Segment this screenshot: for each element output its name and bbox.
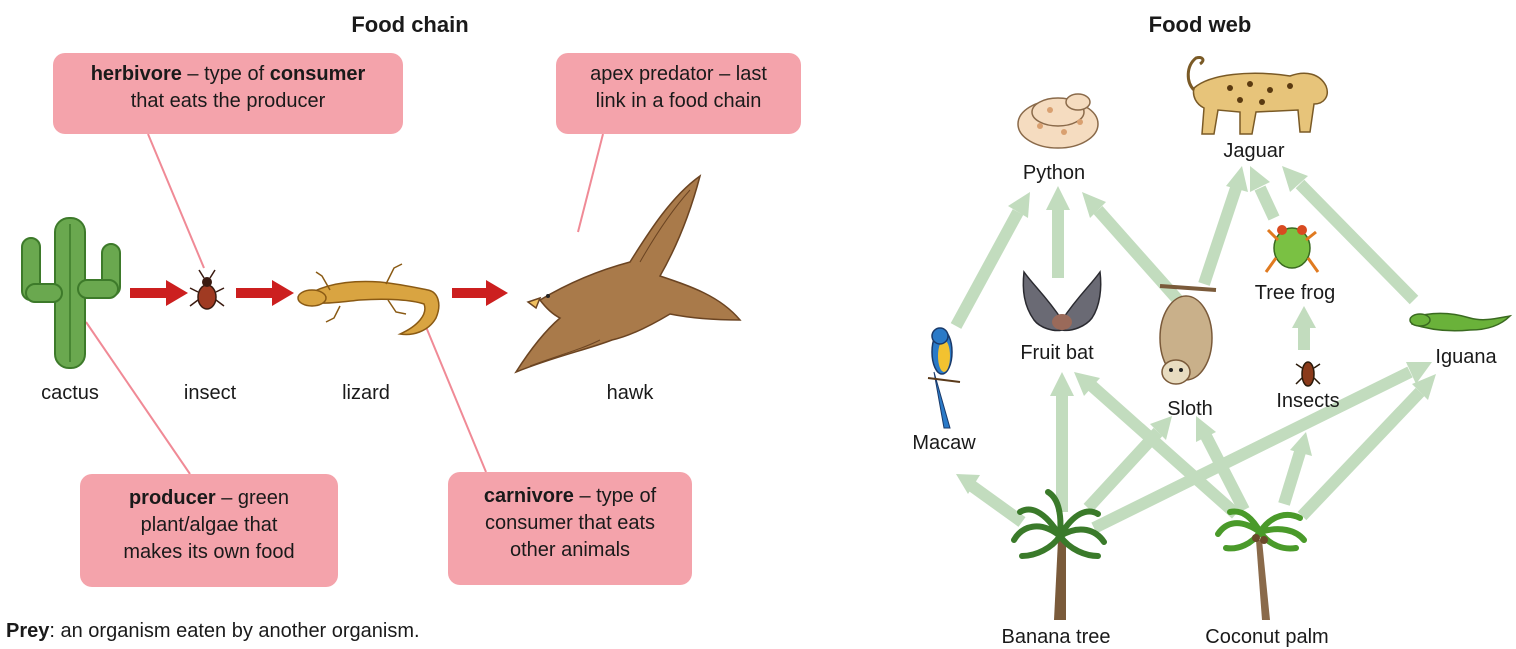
fruit-bat-icon — [1023, 272, 1100, 331]
tree-frog-label: Tree frog — [1240, 282, 1350, 305]
iguana-icon — [1410, 314, 1510, 331]
iguana-label: Iguana — [1416, 346, 1516, 369]
banana-tree-label: Banana tree — [986, 626, 1126, 649]
jaguar-label: Jaguar — [1204, 140, 1304, 163]
python-icon — [1018, 94, 1098, 148]
arrow-coconut-to-insects — [1284, 432, 1312, 504]
arrow-treefrog-to-jaguar — [1250, 166, 1274, 218]
arrow-banana-to-macaw — [956, 474, 1022, 522]
arrow-insects-to-treefrog — [1292, 306, 1316, 350]
fruit-bat-label: Fruit bat — [1002, 342, 1112, 365]
macaw-icon — [928, 328, 960, 428]
macaw-label: Macaw — [894, 432, 994, 455]
python-label: Python — [1004, 162, 1104, 185]
insects-label: Insects — [1258, 390, 1358, 413]
arrow-fruitbat-to-python — [1046, 186, 1070, 278]
arrow-banana-to-fruitbat — [1050, 372, 1074, 512]
banana-tree-icon — [1014, 492, 1104, 620]
jaguar-icon — [1188, 57, 1327, 134]
sloth-icon — [1160, 286, 1216, 384]
tree-frog-icon — [1266, 225, 1318, 272]
coconut-palm-icon — [1218, 512, 1304, 620]
arrow-sloth-to-jaguar — [1204, 166, 1248, 284]
sloth-label: Sloth — [1140, 398, 1240, 421]
coconut-palm-label: Coconut palm — [1192, 626, 1342, 649]
arrow-macaw-to-python — [956, 192, 1030, 326]
insects-icon — [1296, 362, 1320, 386]
